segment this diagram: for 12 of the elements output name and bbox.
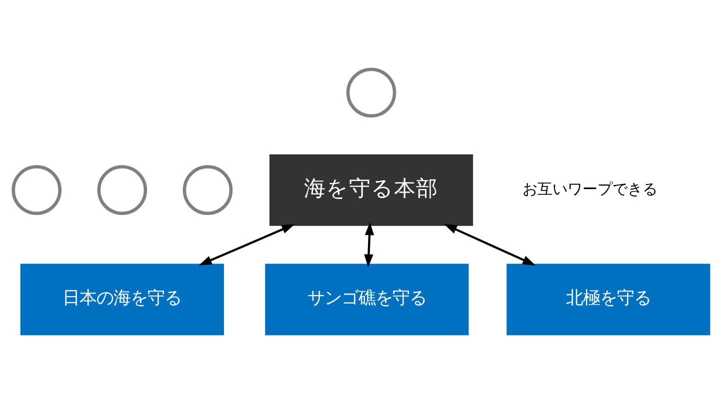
node-label: お互いワープできる xyxy=(522,180,657,198)
node-person xyxy=(96,164,147,214)
node-box: サンゴ礁を守る xyxy=(264,263,468,335)
node-person xyxy=(182,164,232,214)
arrow xyxy=(364,222,374,267)
arrow xyxy=(443,224,536,265)
node-box: 日本の海を守る xyxy=(20,263,224,335)
node-box: 北極を守る xyxy=(506,263,710,335)
node-box: 海を守る本部 xyxy=(268,154,473,226)
arrow xyxy=(198,224,294,265)
node-person xyxy=(11,164,62,214)
node-person xyxy=(346,67,396,118)
